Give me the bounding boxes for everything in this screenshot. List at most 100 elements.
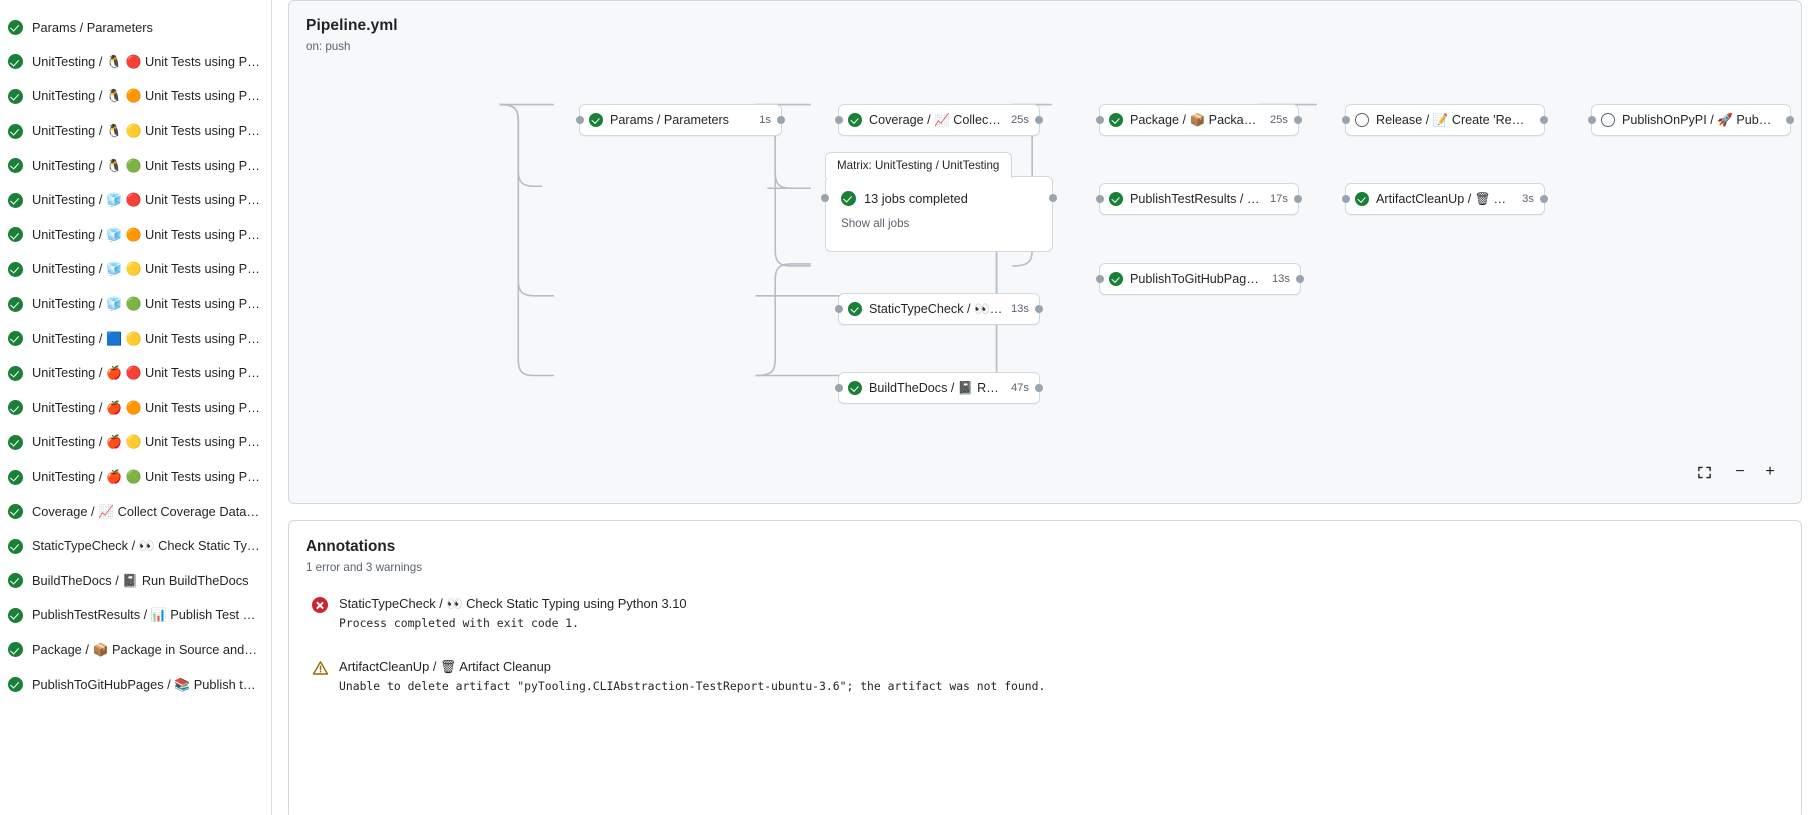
graph-node-publishtest[interactable]: PublishTestResults / 📊 Pu... 17s <box>1096 183 1302 215</box>
sidebar-job-label: Params / Parameters <box>32 19 153 35</box>
graph-node-package[interactable]: Package / 📦 Package in So...25s <box>1096 104 1302 136</box>
graph-node-label: PublishTestResults / 📊 Pu... <box>1130 191 1262 206</box>
pending-circle-icon <box>1601 113 1615 127</box>
matrix-input-pin <box>821 194 829 202</box>
graph-node-artifact[interactable]: ArtifactCleanUp / 🗑 Artifac...3s <box>1342 183 1548 215</box>
success-check-icon <box>1109 272 1123 286</box>
annotations-card: Annotations 1 error and 3 warnings Stati… <box>288 520 1802 815</box>
graph-node-release[interactable]: Release / 📝 Create 'Release P... <box>1342 104 1548 136</box>
graph-node-coverage[interactable]: Coverage / 📈 Collect Cove...25s <box>835 104 1043 136</box>
trigger-label: on: push <box>306 40 351 53</box>
success-check-icon <box>8 192 23 208</box>
sidebar-job-item[interactable]: UnitTesting / 🍎 🟢 Unit Tests using Pyth.… <box>0 460 271 495</box>
sidebar-job-item[interactable]: UnitTesting / 🧊 🟠 Unit Tests using Pyth.… <box>0 218 271 253</box>
zoom-in-button[interactable]: + <box>1765 463 1775 480</box>
success-check-icon <box>8 504 23 520</box>
sidebar-job-item[interactable]: UnitTesting / 🍎 🔴 Unit Tests using Pyth.… <box>0 356 271 391</box>
annotations-list: StaticTypeCheck / 👀 Check Static Typing … <box>306 596 1801 693</box>
annotation-heading: ArtifactCleanUp / 🗑 Artifact Cleanup <box>339 659 551 674</box>
success-check-icon <box>8 19 23 35</box>
sidebar-job-item[interactable]: UnitTesting / 🧊 🟢 Unit Tests using Pyth.… <box>0 287 271 322</box>
sidebar-job-label: UnitTesting / 🍎 🔴 Unit Tests using Pyth.… <box>32 365 260 381</box>
graph-node-duration: 25s <box>1269 114 1288 126</box>
show-all-jobs-link[interactable]: Show all jobs <box>841 217 910 230</box>
node-input-pin <box>1096 275 1104 283</box>
success-check-icon <box>8 469 23 485</box>
success-check-icon <box>1355 192 1369 206</box>
main-column: Pipeline.yml on: push <box>272 0 1818 815</box>
zoom-buttons[interactable]: − + <box>1727 459 1783 485</box>
node-input-pin <box>1342 195 1350 203</box>
annotation-message: Process completed with exit code 1. <box>339 616 580 630</box>
pending-circle-icon <box>1355 113 1369 127</box>
success-check-icon <box>1109 113 1123 127</box>
matrix-group-tab: Matrix: UnitTesting / UnitTesting <box>825 152 1013 178</box>
node-output-pin <box>1540 195 1548 203</box>
node-output-pin <box>1540 116 1548 124</box>
graph-node-publishpages[interactable]: PublishToGitHubPages / 📚 ... 13s <box>1096 263 1304 295</box>
sidebar-job-item[interactable]: UnitTesting / 🐧 🔴 Unit Tests using Pyth.… <box>0 45 271 80</box>
node-output-pin <box>777 116 785 124</box>
graph-node-label: Params / Parameters <box>610 113 729 127</box>
graph-node-duration: 47s <box>1010 382 1029 394</box>
success-check-icon <box>8 573 23 589</box>
matrix-output-pin <box>1049 194 1057 202</box>
success-check-icon <box>589 113 603 127</box>
sidebar-job-item[interactable]: Params / Parameters <box>0 10 271 45</box>
node-input-pin <box>835 116 843 124</box>
graph-node-label: PublishToGitHubPages / 📚 ... <box>1130 271 1264 286</box>
sidebar-job-label: UnitTesting / 🧊 🟠 Unit Tests using Pyth.… <box>32 226 260 242</box>
graph-node-buildthedocs[interactable]: BuildTheDocs / 📓 Run Buil...47s <box>835 372 1043 404</box>
graph-node-statictype[interactable]: StaticTypeCheck / 👀 Chec...13s <box>835 293 1043 325</box>
sidebar-job-item[interactable]: UnitTesting / 🧊 🔴 Unit Tests using Pyth.… <box>0 183 271 218</box>
sidebar-job-label: PublishTestResults / 📊 Publish Test Resu… <box>32 607 260 623</box>
workflow-graph-card[interactable]: Pipeline.yml on: push <box>288 0 1802 504</box>
sidebar-job-item[interactable]: Package / 📦 Package in Source and Wh... <box>0 633 271 668</box>
sidebar-job-label: Package / 📦 Package in Source and Wh... <box>32 641 260 657</box>
matrix-jobs-label: 13 jobs completed <box>864 191 968 206</box>
sidebar-job-item[interactable]: UnitTesting / 🍎 🟡 Unit Tests using Pyth.… <box>0 425 271 460</box>
success-check-icon <box>841 191 856 206</box>
node-input-pin <box>576 116 584 124</box>
sidebar-job-item[interactable]: UnitTesting / 🍎 🟠 Unit Tests using Pyth.… <box>0 391 271 426</box>
graph-zoom-controls[interactable]: − + <box>1691 459 1783 485</box>
node-input-pin <box>835 305 843 313</box>
success-check-icon <box>8 642 23 658</box>
sidebar-job-item[interactable]: StaticTypeCheck / 👀 Check Static Typing.… <box>0 529 271 564</box>
warning-icon <box>312 660 329 676</box>
graph-node-duration: 13s <box>1271 273 1290 285</box>
graph-header: Pipeline.yml on: push <box>289 1 1801 53</box>
graph-node-duration: 17s <box>1269 193 1288 205</box>
success-check-icon <box>8 227 23 243</box>
sidebar-job-item[interactable]: UnitTesting / 🐧 🟡 Unit Tests using Pyth.… <box>0 114 271 149</box>
sidebar-job-item[interactable]: UnitTesting / 🐧 🟢 Unit Tests using Pyth.… <box>0 148 271 183</box>
sidebar-job-item[interactable]: UnitTesting / 🐧 🟠 Unit Tests using Pyth.… <box>0 79 271 114</box>
zoom-out-button[interactable]: − <box>1735 463 1745 480</box>
sidebar-job-label: UnitTesting / 🟦 🟡 Unit Tests using Pyth.… <box>32 330 260 346</box>
success-check-icon <box>8 261 23 277</box>
matrix-group-unittesting[interactable]: Matrix: UnitTesting / UnitTesting 13 job… <box>825 152 1053 252</box>
node-input-pin <box>1588 116 1596 124</box>
error-icon <box>312 597 328 613</box>
sidebar-job-label: BuildTheDocs / 📓 Run BuildTheDocs <box>32 572 249 588</box>
fit-screen-icon[interactable] <box>1691 459 1717 485</box>
graph-connectors <box>499 103 1317 377</box>
sidebar-job-item[interactable]: PublishTestResults / 📊 Publish Test Resu… <box>0 598 271 633</box>
sidebar-job-item[interactable]: UnitTesting / 🟦 🟡 Unit Tests using Pyth.… <box>0 321 271 356</box>
sidebar-job-item[interactable]: UnitTesting / 🧊 🟡 Unit Tests using Pyth.… <box>0 252 271 287</box>
graph-node-publishpypi[interactable]: PublishOnPyPI / 🚀 Publish to ... <box>1588 104 1794 136</box>
graph-node-label: Coverage / 📈 Collect Cove... <box>869 112 1003 127</box>
sidebar-job-item[interactable]: Coverage / 📈 Collect Coverage Data usi..… <box>0 494 271 529</box>
success-check-icon <box>8 88 23 104</box>
success-check-icon <box>8 538 23 554</box>
sidebar-job-label: UnitTesting / 🍎 🟢 Unit Tests using Pyth.… <box>32 469 260 485</box>
annotation-text: StaticTypeCheck / 👀 Check Static Typing … <box>339 596 687 630</box>
sidebar-job-item[interactable]: PublishToGitHubPages / 📚 Publish to G... <box>0 667 271 702</box>
sidebar-job-item[interactable]: BuildTheDocs / 📓 Run BuildTheDocs <box>0 564 271 599</box>
success-check-icon <box>8 123 23 139</box>
graph-node-label: PublishOnPyPI / 🚀 Publish to ... <box>1622 112 1772 127</box>
